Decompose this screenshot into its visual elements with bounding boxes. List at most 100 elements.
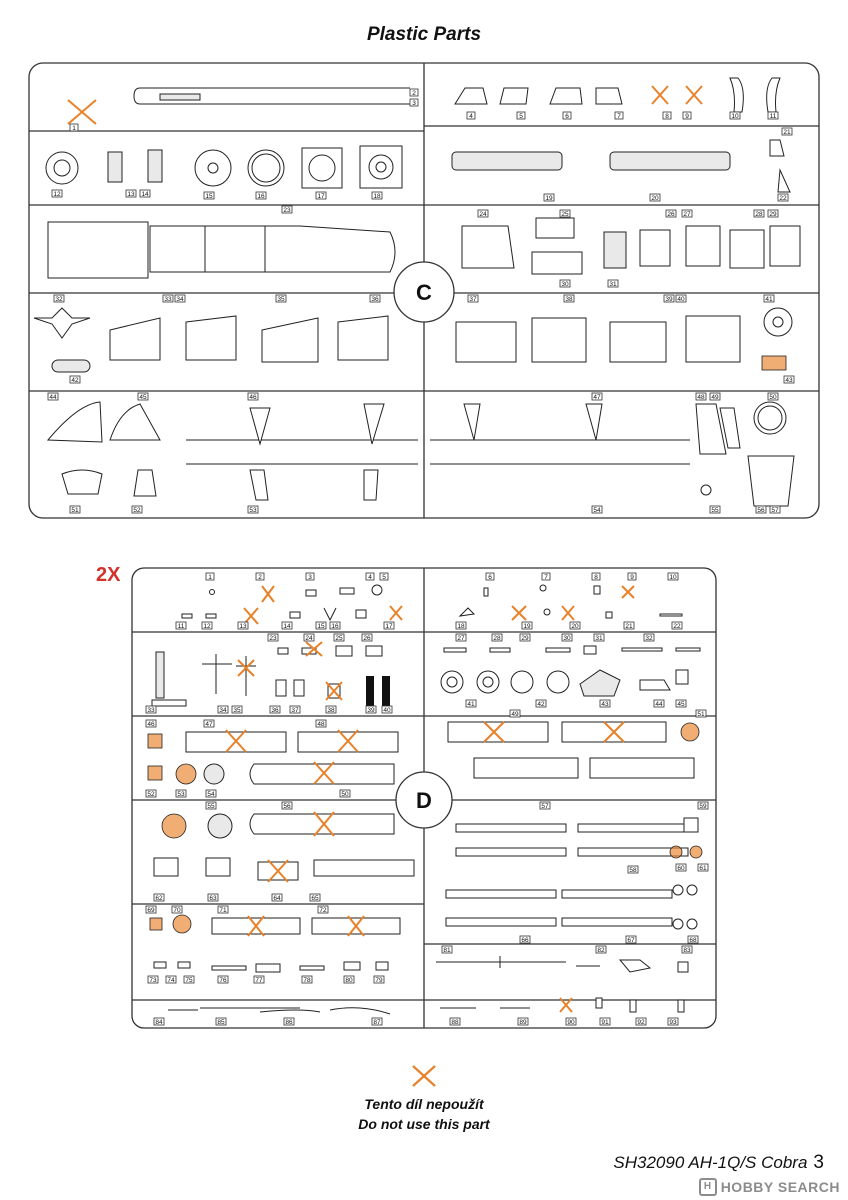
part-d-ring-42b <box>546 670 570 694</box>
legend-text-en: Do not use this part <box>358 1116 490 1132</box>
part-c-stub-40 <box>685 315 741 363</box>
svg-text:80: 80 <box>345 977 353 984</box>
svg-text:69: 69 <box>147 907 155 914</box>
sprue-c-hub <box>393 261 455 323</box>
part-c-part-55 <box>700 484 712 496</box>
sprue-d-row5-parts <box>149 914 689 1015</box>
svg-text:17: 17 <box>317 193 325 200</box>
part-d-parts-44 <box>639 669 689 691</box>
svg-text:10: 10 <box>669 574 677 581</box>
svg-text:30: 30 <box>561 281 569 288</box>
part-c-rotor-head-20 <box>609 151 731 171</box>
sprue-d-row2-parts <box>151 641 701 707</box>
svg-text:87: 87 <box>373 1019 381 1026</box>
svg-text:70: 70 <box>173 907 181 914</box>
svg-text:35: 35 <box>233 707 241 714</box>
svg-text:81: 81 <box>443 947 451 954</box>
svg-text:29: 29 <box>521 635 529 642</box>
svg-text:60: 60 <box>677 865 685 872</box>
svg-text:6: 6 <box>488 574 492 581</box>
svg-text:17: 17 <box>385 623 393 630</box>
part-c-skid-struts-r <box>463 403 603 441</box>
svg-text:54: 54 <box>207 791 215 798</box>
svg-text:1: 1 <box>208 574 212 581</box>
part-c-stub-37 <box>455 321 517 363</box>
part-d-gunsight-43 <box>579 669 621 697</box>
sprue-d: D <box>131 567 717 1029</box>
part-d-59 <box>683 817 699 833</box>
svg-text:90: 90 <box>567 1019 575 1026</box>
quantity-badge: 2X <box>96 564 121 586</box>
svg-text:59: 59 <box>699 803 707 810</box>
sprue-d-row3-parts <box>147 721 700 785</box>
page-heading: Plastic Parts <box>366 24 482 45</box>
part-c-part-48-49 <box>695 403 741 455</box>
svg-text:8: 8 <box>665 113 669 120</box>
svg-text:58: 58 <box>629 867 637 874</box>
svg-text:38: 38 <box>565 296 573 303</box>
svg-text:33: 33 <box>164 296 172 303</box>
svg-text:36: 36 <box>271 707 279 714</box>
svg-text:27: 27 <box>457 635 465 642</box>
svg-text:49: 49 <box>511 711 519 718</box>
svg-text:52: 52 <box>147 791 155 798</box>
svg-text:57: 57 <box>771 507 779 514</box>
svg-text:66: 66 <box>521 937 529 944</box>
svg-text:37: 37 <box>469 296 477 303</box>
part-d-panel-49c <box>473 757 579 779</box>
watermark-text: HOBBY SEARCH <box>720 1179 840 1195</box>
svg-text:56: 56 <box>757 507 765 514</box>
sprue-d-row4-parts <box>153 811 703 930</box>
svg-text:25: 25 <box>335 635 343 642</box>
part-d-pod-56 <box>249 813 395 835</box>
svg-text:31: 31 <box>595 635 603 642</box>
part-d-panel-49a <box>447 721 549 743</box>
svg-text:68: 68 <box>689 937 697 944</box>
svg-text:7: 7 <box>544 574 548 581</box>
sprue-d-labels: 1 2 3 4 5 6 7 8 9 10 11 12 13 14 15 16 1… <box>145 572 709 1026</box>
sprue-c: C <box>28 62 820 519</box>
svg-text:46: 46 <box>147 721 155 728</box>
svg-text:8: 8 <box>594 574 598 581</box>
svg-text:65: 65 <box>311 895 319 902</box>
svg-text:47: 47 <box>593 394 601 401</box>
svg-text:36: 36 <box>371 296 379 303</box>
svg-text:42: 42 <box>537 701 545 708</box>
svg-text:29: 29 <box>769 211 777 218</box>
part-c-stub-39 <box>609 321 667 363</box>
svg-text:72: 72 <box>319 907 327 914</box>
part-c-panel-30 <box>531 251 583 275</box>
svg-text:62: 62 <box>155 895 163 902</box>
svg-text:45: 45 <box>139 394 147 401</box>
svg-text:26: 26 <box>363 635 371 642</box>
svg-text:50: 50 <box>341 791 349 798</box>
svg-text:11: 11 <box>770 113 777 120</box>
svg-text:88: 88 <box>451 1019 459 1026</box>
sprue-d-letter: D <box>416 788 432 813</box>
svg-text:47: 47 <box>205 721 213 728</box>
svg-text:38: 38 <box>327 707 335 714</box>
svg-text:19: 19 <box>545 195 553 202</box>
svg-text:4: 4 <box>368 574 372 581</box>
svg-text:23: 23 <box>283 207 291 214</box>
svg-text:33: 33 <box>147 707 155 714</box>
sprue-c-labels: 1 2 3 4 5 6 7 8 9 10 11 12 13 14 15 16 1… <box>47 88 795 514</box>
svg-text:23: 23 <box>269 635 277 642</box>
part-d-bar-65 <box>313 859 415 877</box>
do-not-use-cross-icon <box>412 1065 436 1087</box>
svg-text:9: 9 <box>685 113 689 120</box>
svg-text:37: 37 <box>291 707 299 714</box>
part-c-part-51 <box>61 469 103 495</box>
watermark: H HOBBY SEARCH <box>698 1178 840 1196</box>
svg-text:39: 39 <box>665 296 673 303</box>
svg-text:76: 76 <box>219 977 227 984</box>
part-c-small-parts <box>769 139 791 193</box>
svg-text:12: 12 <box>53 191 61 198</box>
svg-text:34: 34 <box>219 707 227 714</box>
svg-text:25: 25 <box>561 211 569 218</box>
part-c-rotor-rod <box>133 87 410 105</box>
part-d-panel-50 <box>589 757 695 779</box>
svg-text:84: 84 <box>155 1019 163 1026</box>
